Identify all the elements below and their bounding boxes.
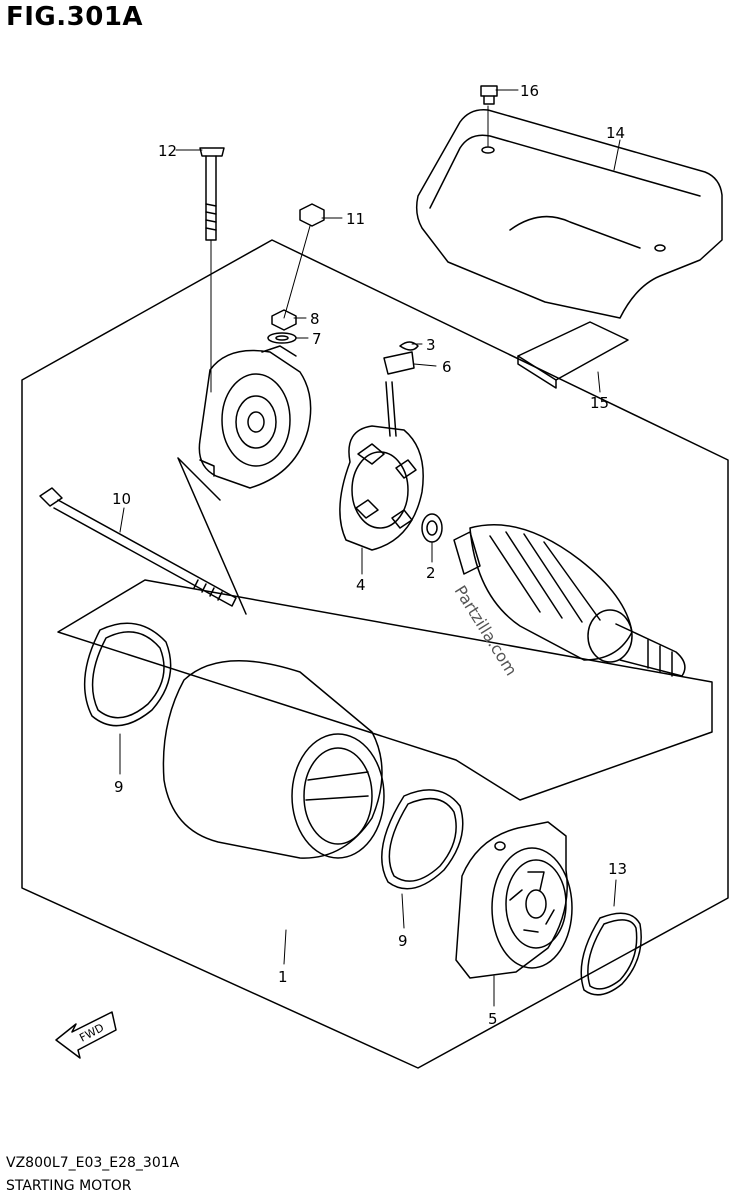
brush-holder-4[interactable]	[339, 381, 424, 551]
callout-4: 4	[356, 576, 366, 594]
callout-12: 11	[346, 210, 365, 228]
washer-7[interactable]	[267, 332, 297, 344]
cover-14[interactable]	[415, 109, 723, 319]
callout-9-right: 9	[398, 932, 408, 950]
front-end-bracket-5[interactable]	[455, 821, 573, 979]
o-ring-11[interactable]	[580, 912, 642, 996]
fwd-label: FWD	[77, 1021, 106, 1045]
o-ring-9-left[interactable]	[83, 622, 172, 727]
callout-15: 15	[590, 394, 609, 412]
callout-6: 6	[442, 358, 452, 376]
callout-14: 14	[606, 124, 625, 142]
rear-end-bracket[interactable]	[198, 345, 312, 489]
callout-7: 7	[312, 330, 322, 348]
bolt-13[interactable]	[199, 147, 225, 393]
bolt-16[interactable]	[480, 85, 498, 147]
pad-15[interactable]	[517, 321, 629, 389]
bracket-reference-lines	[177, 457, 247, 615]
through-bolt-10[interactable]	[39, 487, 237, 607]
inner-outline	[57, 579, 713, 801]
fwd-arrow-icon: FWD	[55, 1011, 117, 1059]
callout-10: 10	[112, 490, 131, 508]
armature[interactable]	[453, 524, 686, 677]
figure-name: STARTING MOTOR	[6, 1178, 132, 1194]
leader-lines	[119, 89, 621, 1007]
callout-9-left: 9	[114, 778, 124, 796]
clip-3[interactable]	[399, 341, 419, 351]
watermark: Partzilla.com	[451, 582, 521, 679]
o-ring-9-right[interactable]	[381, 789, 464, 890]
washer-2[interactable]	[421, 513, 443, 543]
callout-8: 8	[310, 310, 320, 328]
callout-16: 16	[520, 82, 539, 100]
terminal-6[interactable]	[383, 351, 415, 375]
figure-code: VZ800L7_E03_E28_301A	[6, 1155, 180, 1171]
yoke-1[interactable]	[162, 660, 385, 859]
callout-3: 3	[426, 336, 436, 354]
callout-11: 13	[608, 860, 627, 878]
callout-2: 2	[426, 564, 436, 582]
figure-title: FIG.301A	[6, 2, 144, 32]
callout-13: 12	[158, 142, 177, 160]
nut-12[interactable]	[283, 203, 325, 319]
nut-8[interactable]	[271, 309, 297, 331]
callout-1: 1	[278, 968, 288, 986]
callout-5: 5	[488, 1010, 498, 1028]
assembly-outline	[21, 239, 729, 1069]
